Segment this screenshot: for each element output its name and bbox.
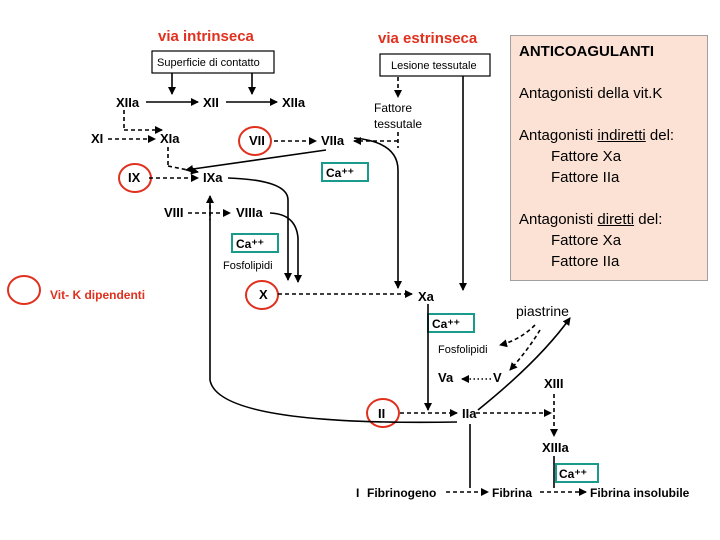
ca-label-xa: Ca⁺⁺ <box>432 317 460 331</box>
panel-indirect-post: del: <box>645 127 675 144</box>
vitk-circle-x <box>245 280 279 310</box>
factor-ii: II <box>378 406 385 421</box>
factor-xiiia: XIIIa <box>542 440 570 455</box>
platelets-label: piastrine <box>516 303 569 319</box>
ca-label-viiia: Ca⁺⁺ <box>236 237 264 251</box>
fibrinogen-label: Fibrinogeno <box>367 486 436 500</box>
vitk-circle-ii <box>366 398 400 428</box>
factor-vii: VII <box>249 133 265 148</box>
legend-circle <box>7 275 41 305</box>
panel-direct-line: Antagonisti diretti del: <box>519 209 699 230</box>
factor-ixa: IXa <box>203 170 223 185</box>
arrow-ixa-x <box>227 177 292 281</box>
factor-xia: XIa <box>160 131 180 146</box>
panel-indirect-word: indiretti <box>597 127 646 144</box>
panel-direct-item: Fattore IIa <box>551 253 620 270</box>
panel-vitk-antagonists: Antagonisti della vit.K <box>519 85 663 102</box>
phospholipids-label-left: Fosfolipidi <box>223 260 273 272</box>
factor-viia: VIIa <box>321 133 345 148</box>
panel-indirect-pre: Antagonisti <box>519 127 598 144</box>
tissue-factor-line2: tessutale <box>374 117 422 131</box>
factor-iia: IIa <box>462 406 477 421</box>
tissue-factor-line1: Fattore <box>374 101 412 115</box>
factor-ix: IX <box>128 170 141 185</box>
arrow-xia-ixa <box>167 165 199 175</box>
tissue-lesion-label: Lesione tessutale <box>391 60 477 72</box>
heading-intrinsic: via intrinseca <box>158 28 255 45</box>
phospholipids-label-right: Fosfolipidi <box>438 344 488 356</box>
factor-xiia-right: XIIa <box>282 95 306 110</box>
panel-indirect-line: Antagonisti indiretti del: <box>519 125 699 146</box>
vitk-circle-vii <box>238 126 272 156</box>
factor-xa: Xa <box>418 289 435 304</box>
panel-direct-post: del: <box>634 211 663 228</box>
panel-direct-pre: Antagonisti <box>519 211 598 228</box>
tissue-lesion-box <box>379 53 491 77</box>
panel-indirect-item: Fattore Xa <box>551 148 622 165</box>
arrow-viiia-x <box>269 212 302 283</box>
arrow-iia-feedback <box>206 195 458 424</box>
insoluble-fibrin-label: Fibrina insolubile <box>590 486 690 500</box>
arrow-viia-ixa <box>185 149 327 173</box>
factor-viiia: VIIIa <box>236 205 264 220</box>
contact-surface-label: Superficie di contatto <box>157 57 260 69</box>
anticoagulants-panel: ANTICOAGULANTI Antagonisti della vit.K A… <box>510 35 708 281</box>
factor-xiia-left: XIIa <box>116 95 140 110</box>
panel-direct-word: diretti <box>597 211 635 228</box>
ca-box-viiia <box>231 233 279 253</box>
contact-surface-box <box>151 50 275 74</box>
factor-xiii: XIII <box>544 376 564 391</box>
factor-xii: XII <box>203 95 219 110</box>
factor-x: X <box>259 287 268 302</box>
heading-extrinsic: via estrinseca <box>378 30 478 47</box>
ca-box-xiiia <box>555 463 599 483</box>
arrow-iia-platelets <box>477 317 571 411</box>
factor-v: V <box>493 370 502 385</box>
fibrin-label: Fibrina <box>492 486 532 500</box>
legend-label: Vit- K dipendenti <box>50 288 145 302</box>
panel-direct-item: Fattore Xa <box>551 232 622 249</box>
ca-box-viia <box>321 162 369 182</box>
ca-label-xiiia: Ca⁺⁺ <box>559 467 587 481</box>
ca-label-viia: Ca⁺⁺ <box>326 166 354 180</box>
factor-va: Va <box>438 370 454 385</box>
factor-xi: XI <box>91 131 103 146</box>
arrow-platelets-pl <box>499 324 536 348</box>
panel-title: ANTICOAGULANTI <box>519 43 654 60</box>
arrow-platelets-v <box>509 329 541 371</box>
factor-viii: VIII <box>164 205 184 220</box>
arrow-viia-xa <box>353 137 402 289</box>
panel-indirect-item: Fattore IIa <box>551 169 620 186</box>
bottom-marker: I <box>356 486 359 500</box>
